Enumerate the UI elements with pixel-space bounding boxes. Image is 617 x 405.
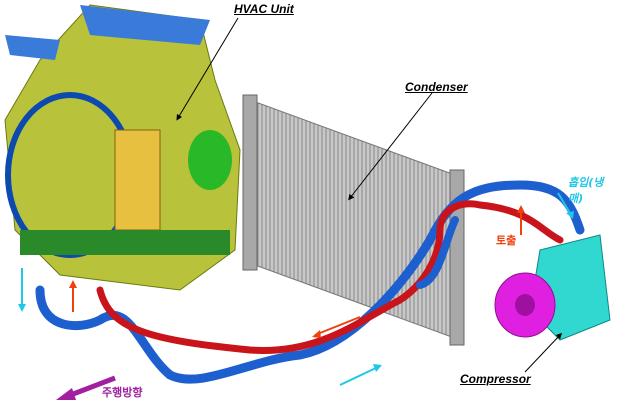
condenser-leader-line — [348, 92, 433, 201]
condenser — [242, 94, 465, 346]
hvac-leader-line — [176, 17, 239, 121]
flow-arrows — [18, 192, 574, 400]
compressor-label: Compressor — [460, 372, 531, 386]
refrigerant-pipes — [35, 180, 585, 384]
driving-direction-arrow — [67, 375, 116, 399]
discharge-label: 토출 — [496, 234, 517, 247]
condenser-label: Condenser — [405, 80, 468, 94]
hvac-unit — [4, 4, 241, 291]
driving-direction-label: 주행방향 — [102, 386, 143, 399]
hvac-unit-label: HVAC Unit — [234, 2, 294, 16]
compressor-leader-line — [524, 332, 563, 373]
suction-label: 흡입(냉매) — [568, 176, 604, 205]
compressor — [494, 234, 611, 341]
